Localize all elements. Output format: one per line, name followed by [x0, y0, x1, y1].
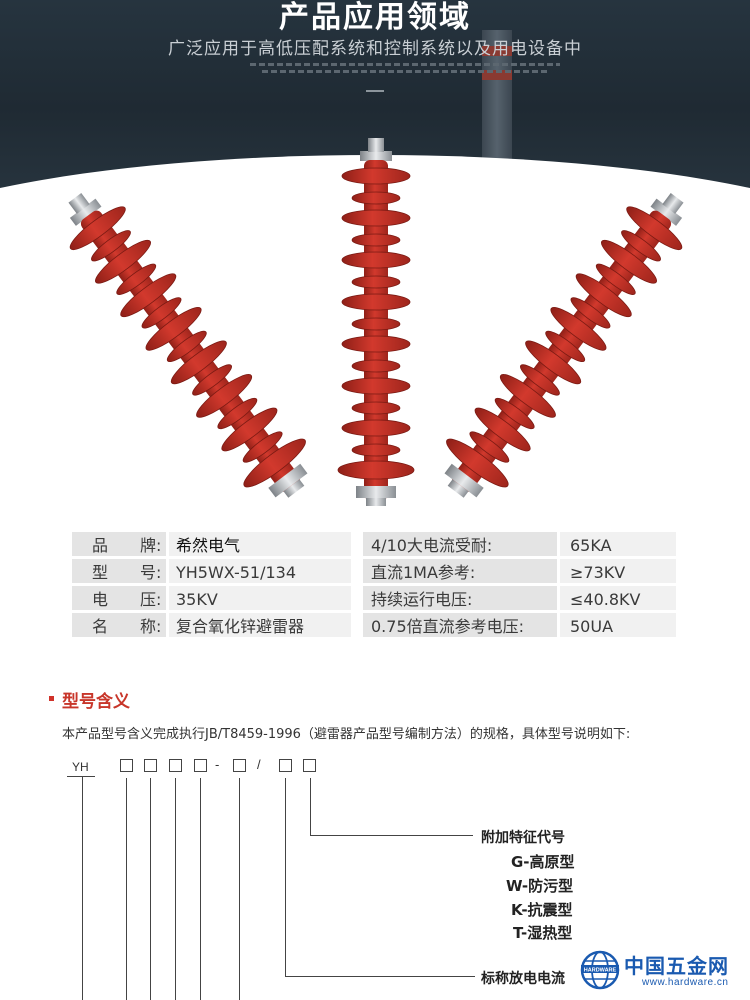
- spec-row: 名 称: 复合氧化锌避雷器 0.75倍直流参考电压: 50UA: [72, 613, 676, 640]
- spec-label: 直流1MA参考:: [363, 559, 560, 586]
- spec-value: 复合氧化锌避雷器: [169, 613, 363, 640]
- leader-line: [150, 778, 151, 1000]
- spec-value: 50UA: [560, 613, 676, 640]
- divider: [366, 90, 384, 92]
- discharge-current-label: 标称放电电流: [481, 971, 565, 987]
- model-prefix: YH: [72, 760, 89, 774]
- spec-label: 品 牌:: [72, 532, 169, 559]
- spec-row: 品 牌: 希然电气 4/10大电流受耐: 65KA: [72, 532, 676, 559]
- code-box: [120, 759, 133, 772]
- spec-value: ≤40.8KV: [560, 586, 676, 613]
- leader-line: [200, 778, 201, 1000]
- spec-label: 持续运行电压:: [363, 586, 560, 613]
- spec-value: YH5WX-51/134: [169, 559, 363, 586]
- code-box: [194, 759, 207, 772]
- leader-line: [239, 778, 240, 1000]
- chimney-band: [482, 46, 512, 56]
- watermark-url: www.hardware.cn: [642, 977, 729, 988]
- spec-value: ≥73KV: [560, 559, 676, 586]
- leader-line: [310, 835, 473, 836]
- product-image: [44, 137, 708, 516]
- spec-row: 电 压: 35KV 持续运行电压: ≤40.8KV: [72, 586, 676, 613]
- feature-code: K-抗震型: [511, 901, 573, 919]
- spec-label: 4/10大电流受耐:: [363, 532, 560, 559]
- code-box: [169, 759, 182, 772]
- fine-print-line: [262, 70, 548, 73]
- spec-table: 品 牌: 希然电气 4/10大电流受耐: 65KA 型 号: YH5WX-51/…: [72, 532, 676, 640]
- spec-row: 型 号: YH5WX-51/134 直流1MA参考: ≥73KV: [72, 559, 676, 586]
- watermark-badge-text: HARDWARE: [584, 968, 617, 974]
- spec-label: 型 号:: [72, 559, 169, 586]
- spec-value: 希然电气: [169, 532, 363, 559]
- prefix-underline: [67, 776, 95, 777]
- section-description: 本产品型号含义完成执行JB/T8459-1996（避雷器产品型号编制方法）的规格…: [62, 727, 631, 742]
- feature-code: W-防污型: [506, 877, 574, 895]
- watermark-logo[interactable]: HARDWARE 中国五金网 www.hardware.cn: [576, 944, 750, 1000]
- section-bullet-icon: [49, 696, 54, 701]
- leader-line: [175, 778, 176, 1000]
- leader-line: [285, 778, 286, 976]
- code-box: [279, 759, 292, 772]
- feature-code-label: 附加特征代号: [481, 830, 565, 846]
- spec-value: 35KV: [169, 586, 363, 613]
- leader-line: [82, 777, 83, 1000]
- insulator-left: [44, 174, 328, 516]
- spec-label: 电 压:: [72, 586, 169, 613]
- insulator-center: [337, 137, 415, 507]
- code-box: [144, 759, 157, 772]
- globe-icon: HARDWARE: [580, 950, 620, 990]
- watermark-name: 中国五金网: [624, 954, 729, 978]
- chimney-band: [482, 70, 512, 80]
- slash-separator: /: [257, 757, 261, 772]
- leader-line: [310, 778, 311, 835]
- code-box: [303, 759, 316, 772]
- feature-code: G-高原型: [511, 853, 575, 871]
- spec-label: 名 称:: [72, 613, 169, 640]
- feature-code: T-湿热型: [513, 924, 573, 942]
- dash-separator: -: [215, 757, 220, 772]
- leader-line: [126, 778, 127, 1000]
- insulator-right: [424, 174, 708, 516]
- fine-print-line: [250, 63, 560, 66]
- banner-title: 产品应用领域: [279, 0, 471, 35]
- leader-line: [285, 976, 475, 977]
- banner-subtitle: 广泛应用于高低压配系统和控制系统以及用电设备中: [168, 39, 582, 59]
- spec-value: 65KA: [560, 532, 676, 559]
- code-box: [233, 759, 246, 772]
- spec-label: 0.75倍直流参考电压:: [363, 613, 560, 640]
- section-title: 型号含义: [62, 692, 130, 712]
